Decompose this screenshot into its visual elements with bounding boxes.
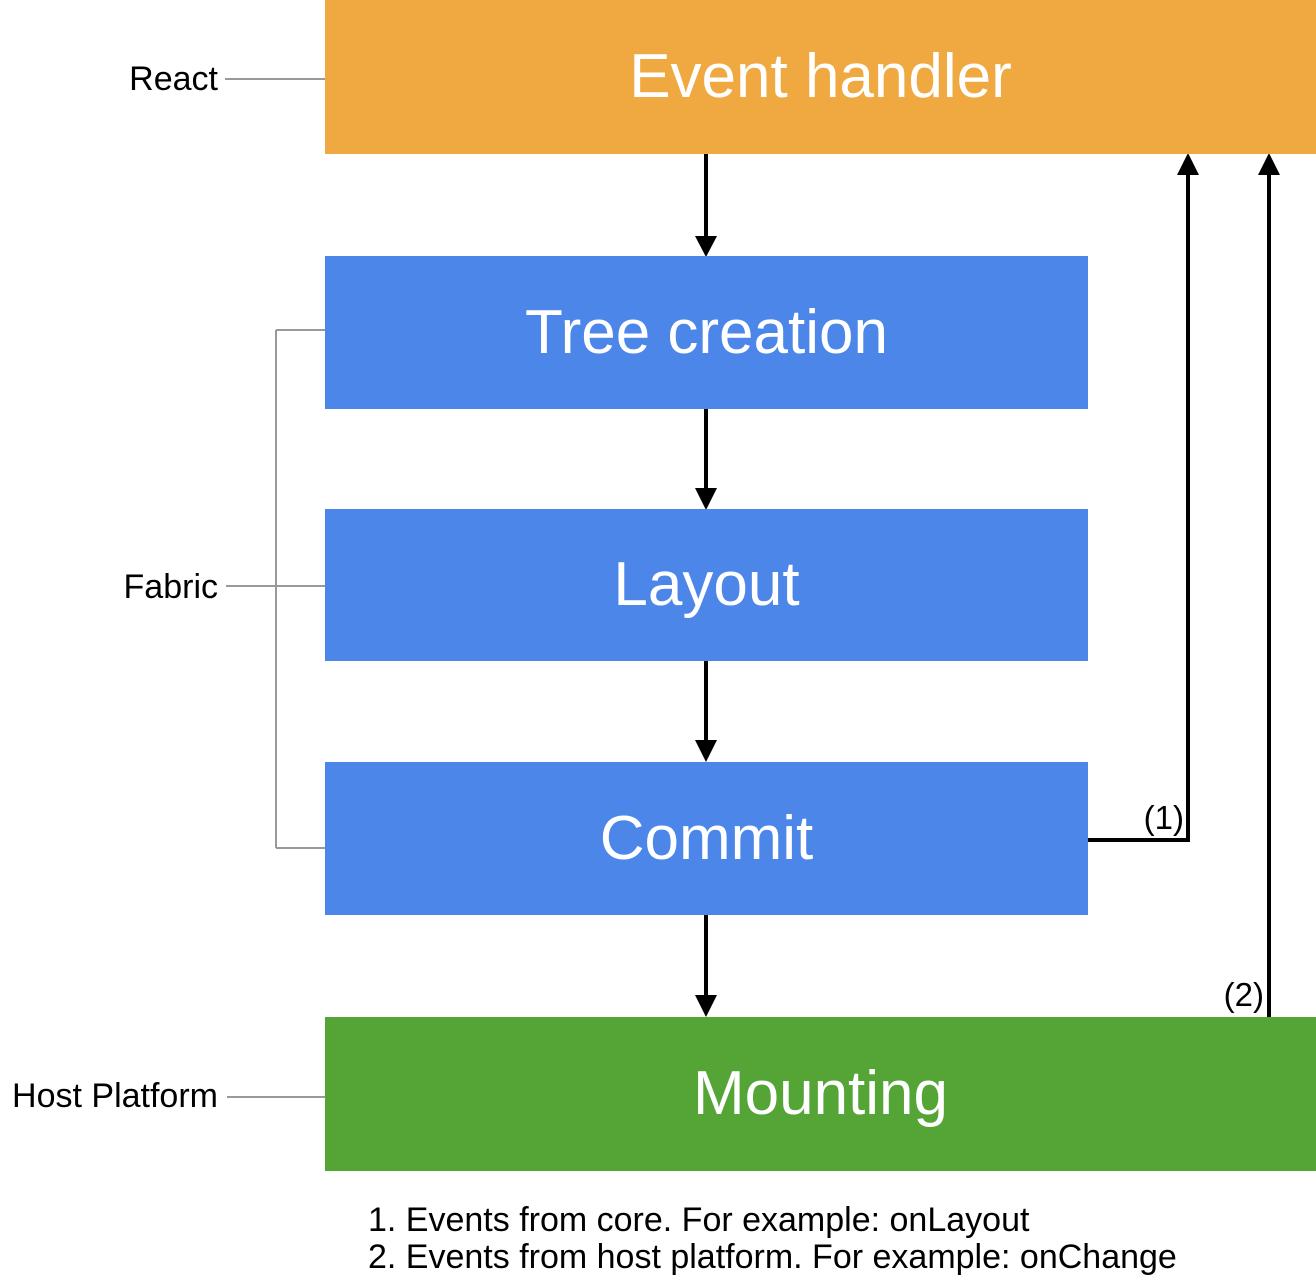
arrow-commit-to-mounting	[695, 915, 717, 1017]
box-event-handler: Event handler	[325, 0, 1316, 154]
footnotes: 1. Events from core. For example: onLayo…	[368, 1202, 1177, 1276]
box-layout-label: Layout	[613, 550, 800, 619]
footnote-1: 1. Events from core. For example: onLayo…	[368, 1201, 1030, 1239]
box-commit-label: Commit	[599, 803, 814, 873]
arrow-label-1: (1)	[1143, 799, 1184, 836]
arrow-label-2: (2)	[1223, 976, 1264, 1013]
side-label-host-platform: Host Platform	[12, 1077, 218, 1115]
side-label-react: React	[129, 60, 218, 98]
box-tree-creation-label: Tree creation	[525, 297, 888, 367]
fabric-bracket	[226, 329, 325, 849]
arrow-commit-to-event-handler-1	[1088, 153, 1199, 842]
arrow-event-handler-to-tree-creation	[695, 154, 717, 257]
box-commit: Commit	[325, 762, 1088, 915]
box-layout: Layout	[325, 509, 1088, 661]
side-label-fabric: Fabric	[123, 568, 218, 606]
box-event-handler-label: Event handler	[629, 42, 1012, 111]
arrow-layout-to-commit	[695, 661, 717, 762]
arrow-mounting-to-event-handler-2	[1258, 153, 1280, 1017]
box-mounting-label: Mounting	[692, 1059, 949, 1128]
footnote-2: 2. Events from host platform. For exampl…	[368, 1238, 1177, 1276]
box-tree-creation: Tree creation	[325, 256, 1088, 409]
box-mounting: Mounting	[325, 1017, 1316, 1171]
arrow-tree-creation-to-layout	[695, 409, 717, 510]
